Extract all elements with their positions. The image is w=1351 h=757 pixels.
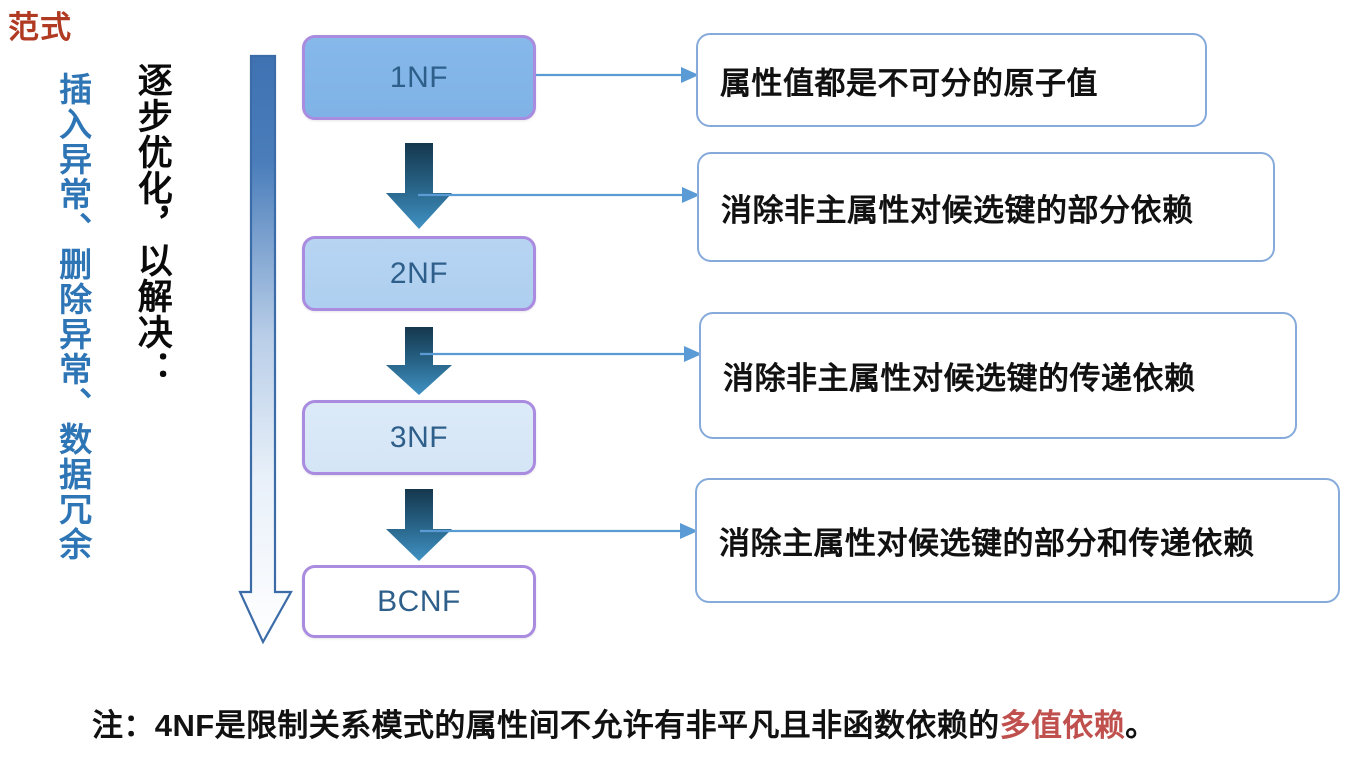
- page-title: 范式: [8, 10, 72, 45]
- description-text: 消除主属性对候选键的部分和传递依赖: [719, 526, 1255, 561]
- normal-form-label: 1NF: [389, 60, 449, 94]
- step-down-arrow-icon-2: [386, 327, 452, 395]
- footnote-highlight: 多值依赖: [999, 708, 1126, 743]
- footnote-suffix: 。: [1125, 708, 1157, 743]
- normal-form-box-1nf[interactable]: 1NF: [302, 35, 536, 120]
- normal-form-box-bcnf[interactable]: BCNF: [302, 565, 536, 638]
- description-text: 属性值都是不可分的原子值: [720, 65, 1098, 101]
- footnote-prefix: 注：4NF是限制关系模式的属性间不允许有非平凡且非函数依赖的: [92, 708, 1000, 743]
- connector-arrow-2: [418, 187, 700, 203]
- normal-form-box-2nf[interactable]: 2NF: [302, 236, 536, 311]
- vertical-label-process: 逐步优化，以解决：: [132, 62, 172, 386]
- description-box-3nf[interactable]: 消除非主属性对候选键的传递依赖: [699, 312, 1297, 439]
- footnote: 注：4NF是限制关系模式的属性间不允许有非平凡且非函数依赖的多值依赖。: [92, 700, 1157, 745]
- vertical-label-problems: 插入异常、删除异常、数据冗余: [54, 72, 92, 562]
- connector-arrow-3: [420, 346, 702, 362]
- normal-form-box-3nf[interactable]: 3NF: [302, 400, 536, 475]
- description-text: 消除非主属性对候选键的传递依赖: [723, 361, 1196, 396]
- connector-arrow-1: [536, 67, 699, 83]
- step-down-arrow-icon-3: [386, 489, 452, 561]
- description-box-2nf[interactable]: 消除非主属性对候选键的部分依赖: [697, 152, 1275, 262]
- normal-form-label: 3NF: [389, 420, 449, 454]
- normal-form-label: 2NF: [389, 256, 449, 290]
- step-down-arrow-icon-1: [386, 143, 452, 229]
- description-box-1nf[interactable]: 属性值都是不可分的原子值: [696, 33, 1207, 127]
- normal-form-label: BCNF: [377, 584, 461, 618]
- description-box-bcnf[interactable]: 消除主属性对候选键的部分和传递依赖: [695, 478, 1340, 603]
- long-down-arrow-icon: [238, 54, 293, 645]
- description-text: 消除非主属性对候选键的部分依赖: [721, 192, 1194, 228]
- connector-arrow-4: [420, 523, 698, 539]
